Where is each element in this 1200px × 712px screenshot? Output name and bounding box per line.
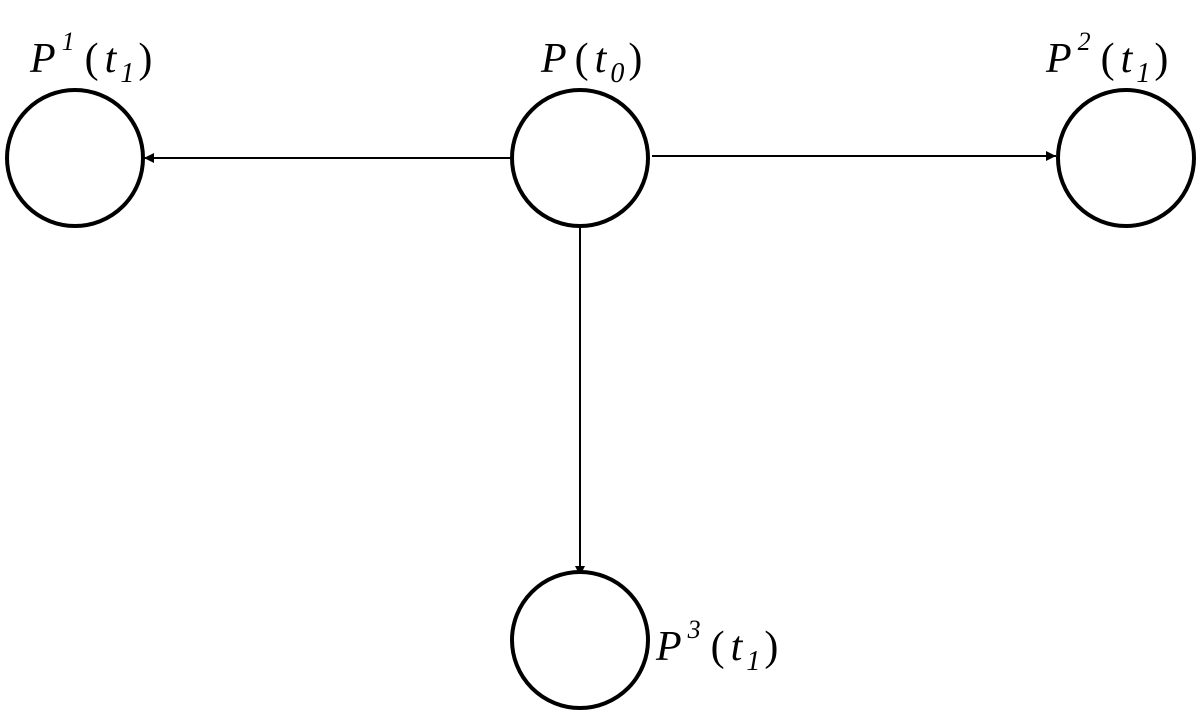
node-p1 — [5, 88, 145, 228]
label-p1: P 1 ( t 1 ) — [29, 27, 152, 89]
node-p3 — [510, 570, 650, 710]
node-p0 — [510, 88, 650, 228]
node-p2 — [1056, 88, 1196, 228]
label-p2: P 2 ( t 1 ) — [1045, 27, 1168, 89]
label-p3: P 3 ( t 1 ) — [655, 615, 778, 677]
label-p0: P ( t 0 ) — [540, 36, 642, 89]
